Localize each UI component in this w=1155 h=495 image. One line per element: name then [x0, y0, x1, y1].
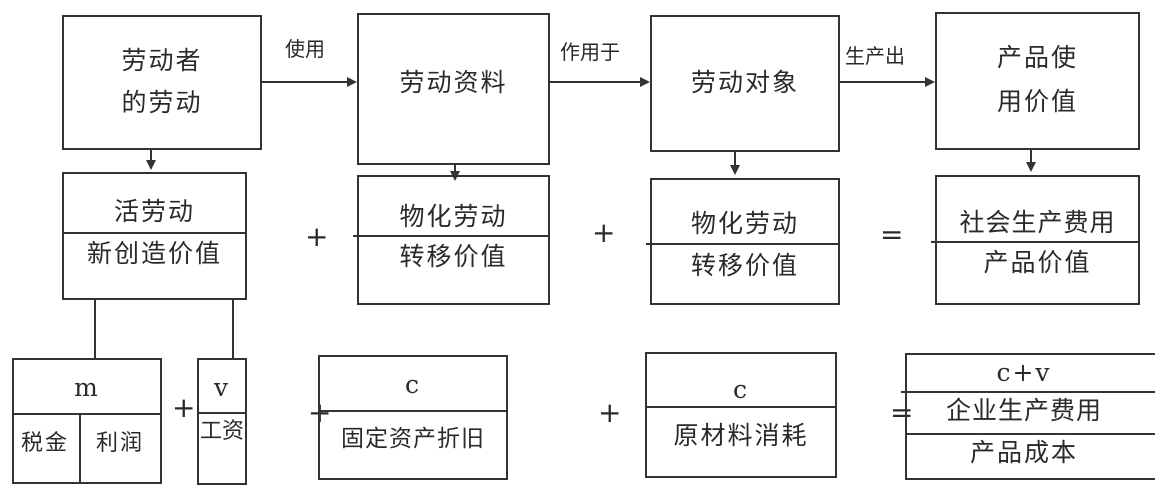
- down-arrow: [734, 152, 736, 166]
- box-text: 产品价值: [983, 248, 1092, 277]
- divider: [646, 243, 838, 245]
- box-text: 用价值: [996, 87, 1078, 116]
- divider: [901, 391, 1155, 393]
- down-arrow: [150, 150, 152, 162]
- box-text: 工资: [199, 419, 244, 444]
- box-text: 物化劳动: [399, 202, 508, 231]
- box-text: 劳动对象: [690, 68, 799, 97]
- divider: [353, 235, 548, 237]
- symbol-c: c: [404, 370, 421, 399]
- equals-sign: =: [880, 218, 904, 251]
- box-text: 物化劳动: [690, 209, 799, 238]
- plus-sign: +: [592, 216, 616, 249]
- social-production-cost-box: 社会生产费用 产品价值: [931, 175, 1140, 305]
- object-of-labor-box: 劳动对象: [650, 15, 840, 152]
- materialized-labor-box-2: 物化劳动 转移价值: [646, 178, 840, 305]
- box-text: 利润: [95, 431, 144, 456]
- arrowhead-icon: [730, 165, 740, 175]
- surplus-value-box: m 税金 利润: [12, 358, 162, 484]
- enterprise-cost-box: c+v 企业生产费用 产品成本: [901, 353, 1155, 480]
- down-arrow: [454, 165, 456, 173]
- box-text: 产品使: [996, 43, 1078, 72]
- plus-sign: +: [598, 396, 622, 429]
- arrowhead-icon: [146, 160, 156, 170]
- box-text: 活劳动: [113, 197, 195, 226]
- equals-sign: =: [890, 396, 914, 429]
- box-text: 税金: [20, 431, 69, 456]
- plus-sign: +: [305, 220, 329, 253]
- means-of-labor-box: 劳动资料: [357, 13, 550, 165]
- arrowhead-icon: [1026, 162, 1036, 172]
- divider: [907, 433, 1155, 435]
- box-text: 原材料消耗: [673, 421, 809, 450]
- box-text: 固定资产折旧: [341, 426, 485, 452]
- arrow-produce: [840, 81, 925, 83]
- raw-material-consumption-box: c 原材料消耗: [645, 352, 837, 478]
- wages-box: v 工资: [197, 358, 247, 485]
- fixed-asset-depreciation-box: c 固定资产折旧: [318, 355, 508, 480]
- symbol-c-plus-v: c+v: [996, 358, 1052, 387]
- symbol-m: m: [74, 373, 100, 402]
- box-text: 企业生产费用: [945, 396, 1102, 425]
- plus-sign: +: [172, 391, 196, 424]
- living-labor-box: 活劳动 新创造价值: [62, 172, 247, 300]
- divider: [14, 413, 160, 415]
- divider: [199, 412, 245, 414]
- arrow-act-on: [550, 81, 640, 83]
- materialized-labor-box-1: 物化劳动 转移价值: [353, 175, 550, 305]
- divider: [79, 413, 81, 482]
- connector-line: [94, 300, 96, 358]
- symbol-v: v: [213, 373, 231, 402]
- box-text: 新创造价值: [86, 239, 222, 268]
- box-text: 转移价值: [690, 251, 799, 280]
- connector-line: [232, 300, 234, 358]
- box-text: 劳动资料: [399, 68, 508, 97]
- use-value-box: 产品使 用价值: [935, 12, 1140, 150]
- down-arrow: [1030, 150, 1032, 164]
- arrowhead-icon: [347, 77, 357, 87]
- arrowhead-icon: [925, 77, 935, 87]
- divider: [931, 241, 1138, 243]
- divider: [647, 406, 835, 408]
- arrow-label-produce: 生产出: [845, 44, 905, 68]
- box-text: 劳动者: [121, 46, 203, 75]
- box-text: 转移价值: [399, 242, 508, 271]
- divider: [320, 410, 506, 412]
- laborer-labor-box: 劳动者 的劳动: [62, 15, 262, 150]
- arrowhead-icon: [640, 77, 650, 87]
- box-text: 产品成本: [969, 438, 1078, 467]
- box-text: 的劳动: [121, 88, 203, 117]
- arrow-label-use: 使用: [285, 37, 325, 61]
- divider: [64, 232, 245, 234]
- symbol-c: c: [732, 375, 749, 404]
- box-text: 社会生产费用: [959, 208, 1116, 237]
- arrow-use: [262, 81, 347, 83]
- arrow-label-act-on: 作用于: [560, 40, 620, 64]
